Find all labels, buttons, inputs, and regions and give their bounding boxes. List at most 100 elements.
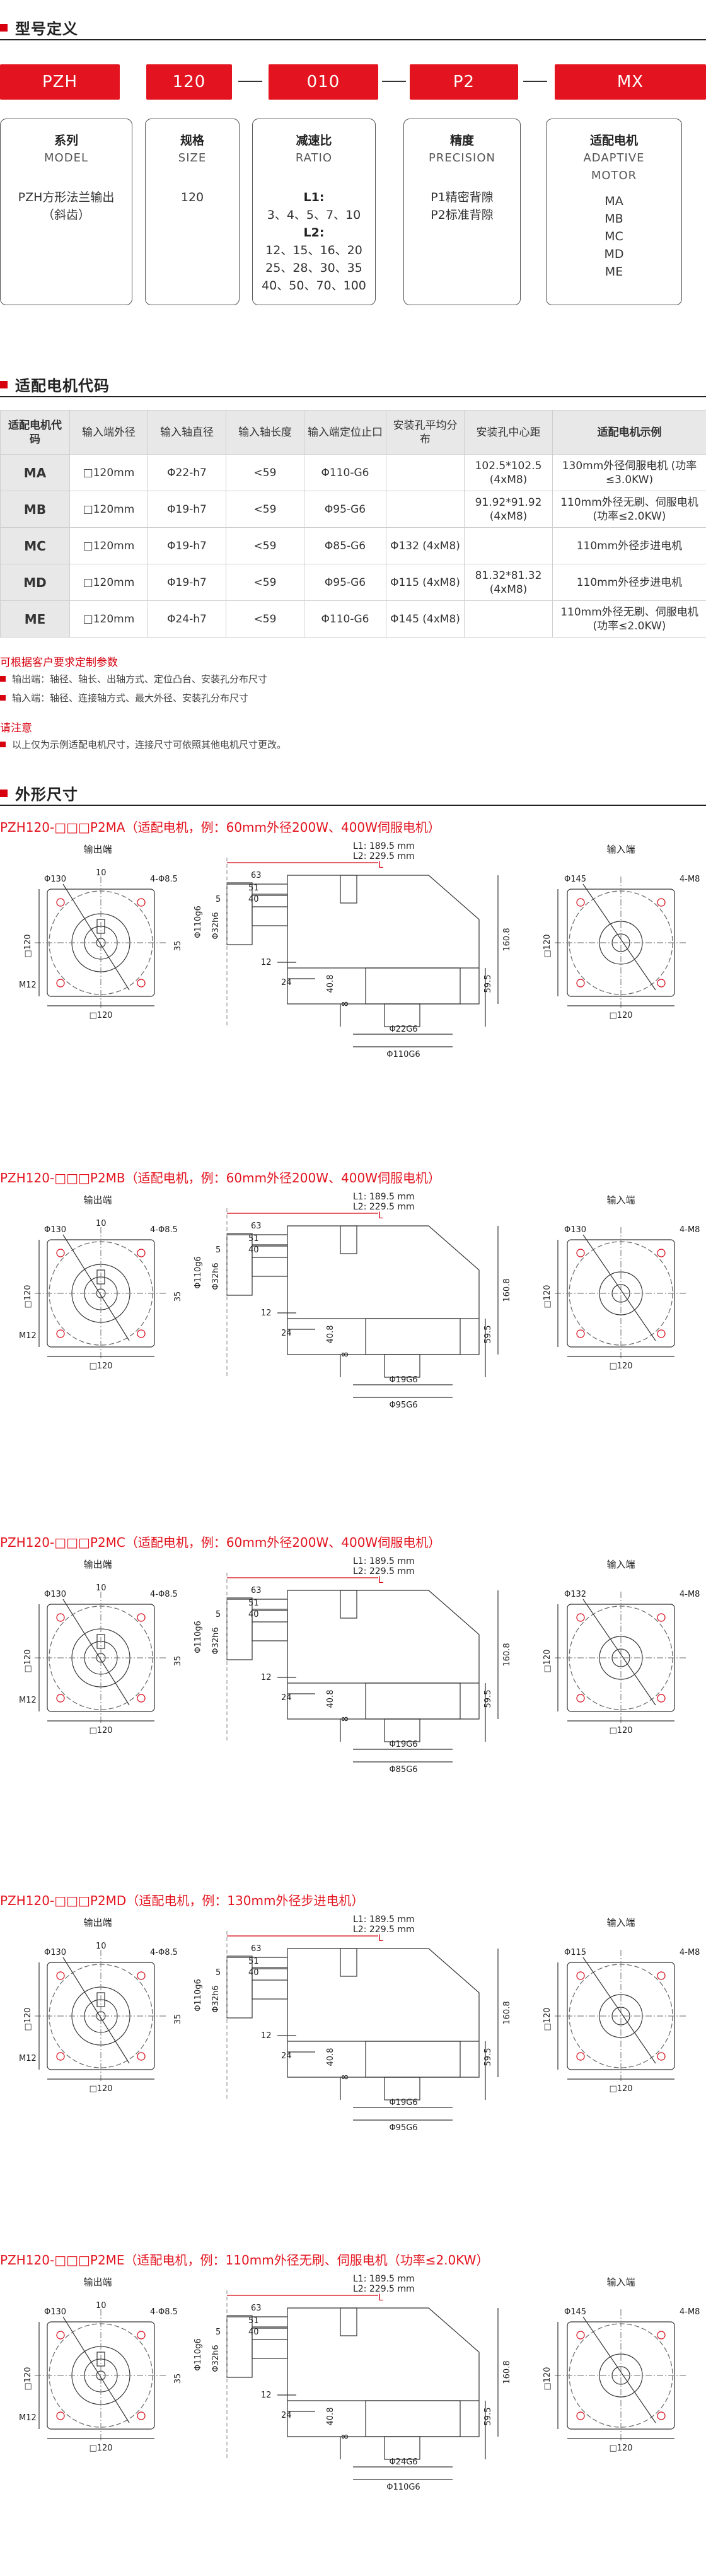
dimension-label: 5 — [216, 1610, 221, 1619]
output-end-label: 输出端 — [83, 844, 112, 855]
dimension-label: 59.5 — [483, 1690, 493, 1708]
leader-line — [62, 883, 130, 991]
side-input-flange — [365, 1682, 461, 1720]
table-cell: 91.92*91.92 (4xM8) — [464, 491, 553, 528]
drawing-svg: 输出端 输入端 L1: 189.5 mm L2: 229.5 mm L Φ130… — [19, 2274, 700, 2492]
section-marker-icon — [0, 380, 8, 388]
section-marker-icon — [0, 789, 8, 797]
dimension-label: 40 — [248, 2328, 259, 2337]
mount-hole-icon — [137, 1329, 146, 1338]
input-hole-icon — [657, 2331, 666, 2340]
code-box-size: 120 — [146, 64, 232, 100]
attention-item: 以上仅为示例适配电机尺寸，连接尺寸可依照其他电机尺寸更改。 — [0, 738, 286, 751]
dimension-label: Φ130 — [44, 2307, 66, 2317]
side-output-boss — [226, 2315, 253, 2378]
dimension-label: Φ32h6 — [211, 1627, 221, 1654]
code-dash — [523, 81, 547, 82]
drawing-svg: 输出端 输入端 L1: 189.5 mm L2: 229.5 mm L Φ130… — [19, 841, 700, 1059]
dimension-label: 40.8 — [326, 2408, 335, 2426]
input-end-label: 输入端 — [606, 1194, 635, 1206]
column-header: 安装孔平均分布 — [386, 410, 465, 455]
code-dash — [382, 81, 406, 82]
input-hole-icon — [657, 2411, 666, 2420]
leader-line — [62, 2316, 130, 2423]
mount-hole-icon — [56, 2331, 65, 2340]
input-hole-icon — [576, 979, 585, 988]
card-line: P2标准背隙 — [431, 208, 494, 222]
l2-label: L2: 229.5 mm — [353, 1566, 415, 1576]
card-title: 精度 — [449, 134, 474, 148]
input-hole-icon — [657, 979, 666, 988]
drawing-title: PZH120-□□□P2MD（适配电机，例：130mm外径步进电机） — [0, 1893, 364, 1908]
drawing-figure: 输出端 输入端 L1: 189.5 mm L2: 229.5 mm L Φ130… — [0, 1554, 706, 1850]
dimension-label: 5 — [216, 1245, 221, 1255]
dimension-label: 160.8 — [502, 1278, 512, 1302]
shaft-dim-label: Φ19G6 — [389, 1375, 417, 1385]
section-divider — [0, 39, 706, 40]
table-cell: <59 — [226, 491, 304, 528]
mount-hole-icon — [56, 2052, 65, 2061]
l1-label: L1: 189.5 mm — [353, 1192, 415, 1202]
table-cell: Φ19-h7 — [148, 527, 226, 564]
shaft-dim-label: Φ24G6 — [389, 2457, 417, 2467]
mount-hole-icon — [137, 1694, 146, 1703]
dimension-label: 63 — [251, 2304, 262, 2313]
side-body — [287, 875, 480, 1005]
table-cell: Φ22-h7 — [148, 454, 226, 491]
shaft-dim-label: Φ19G6 — [389, 2098, 417, 2107]
dimension-label: 51 — [248, 883, 259, 893]
section-header-motor: 适配电机代码 — [0, 373, 110, 395]
dimension-label: 40.8 — [326, 975, 335, 993]
dimension-label: 4-M8 — [680, 875, 700, 884]
input-hole-icon — [576, 2331, 585, 2340]
column-header: 适配电机示例 — [552, 410, 706, 455]
side-input-spigot — [384, 1354, 420, 1378]
dimension-label: 4-M8 — [680, 1948, 700, 1957]
dimension-label: □120 — [543, 1649, 552, 1672]
dimension-label: 51 — [248, 1234, 259, 1244]
input-end-label: 输入端 — [606, 1917, 635, 1928]
input-end-label: 输入端 — [606, 1559, 635, 1570]
card-line: MD — [604, 247, 624, 261]
card-line: MC — [605, 230, 623, 243]
card-line: MA — [605, 194, 623, 208]
dimension-label: 5 — [216, 1968, 221, 1978]
card-line: PZH方形法兰输出 — [18, 190, 115, 204]
leader-line — [62, 1957, 130, 2064]
custom-item: 输入端：轴径、连接轴方式、最大外径、安装孔分布尺寸 — [0, 691, 248, 704]
side-input-spigot — [384, 1718, 420, 1742]
side-window — [340, 1590, 357, 1619]
mount-hole-icon — [137, 1613, 146, 1622]
dimension-label: 4-Φ8.5 — [150, 875, 178, 884]
custom-note: 可根据客户要求定制参数 — [0, 656, 118, 669]
custom-item: 输出端：轴径、轴长、出轴方式、定位凸台、安装孔分布尺寸 — [0, 672, 267, 685]
spigot-dim-label: Φ110G6 — [386, 1050, 420, 1059]
card-precision: 精度 PRECISION P1精密背隙 P2标准背隙 — [403, 119, 521, 305]
table-cell: <59 — [226, 527, 304, 564]
side-body — [287, 1948, 480, 2078]
output-key — [96, 1634, 105, 1649]
l2-label: L2: 229.5 mm — [353, 851, 415, 861]
dimension-label: 160.8 — [502, 2001, 512, 2024]
input-end-label: 输入端 — [606, 2276, 635, 2288]
table-cell: 110mm外径无刷、伺服电机(功率≤2.0KW) — [552, 491, 706, 528]
table-cell: <59 — [226, 454, 304, 491]
dimension-label: 4-M8 — [680, 1225, 700, 1235]
dimension-label: □120 — [609, 2444, 632, 2453]
dimension-label: 51 — [248, 1599, 259, 1608]
dimension-label: M12 — [19, 2054, 37, 2063]
table-cell: □120mm — [69, 454, 148, 491]
table-cell: □120mm — [69, 527, 148, 564]
table-row: MC □120mm Φ19-h7 <59 Φ85-G6 Φ132 (4xM8) … — [0, 527, 706, 564]
side-output-boss — [226, 1597, 253, 1660]
dimension-label: 35 — [173, 2014, 183, 2025]
output-end-label: 输出端 — [83, 1194, 112, 1206]
drawing-title: PZH120-□□□P2MC（适配电机，例：60mm外径200W、400W伺服电… — [0, 1535, 441, 1550]
card-line: MB — [605, 212, 623, 226]
table-cell: Φ132 (4xM8) — [386, 527, 465, 564]
table-cell: Φ115 (4xM8) — [386, 564, 465, 601]
side-input-spigot — [384, 1003, 420, 1027]
input-hole-icon — [657, 1249, 666, 1257]
dimension-label: Φ32h6 — [211, 1985, 221, 2012]
dimension-label: 12 — [261, 2391, 272, 2400]
